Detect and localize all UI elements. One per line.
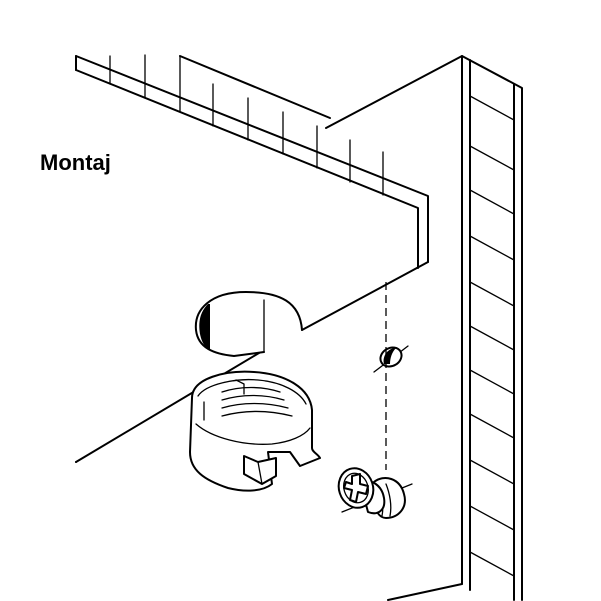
shelf-top-edge [75, 55, 429, 263]
shelf-underside-front [301, 261, 429, 331]
shelf-face-lower-edge [75, 69, 419, 269]
shelf-underside-edge [75, 349, 265, 463]
side-panel-bottom-edge [387, 583, 463, 601]
connector-bolt [337, 467, 413, 519]
shelf-edge-hatching [109, 54, 384, 196]
side-panel-outline [325, 55, 523, 601]
side-panel-hole [373, 345, 409, 373]
shelf-panel [75, 54, 429, 463]
side-panel-edge-hatching [469, 95, 515, 577]
drilled-hole [194, 291, 303, 357]
page-title: Montaj [40, 150, 111, 175]
cam-lock-housing [189, 370, 321, 492]
side-panel [325, 55, 523, 601]
